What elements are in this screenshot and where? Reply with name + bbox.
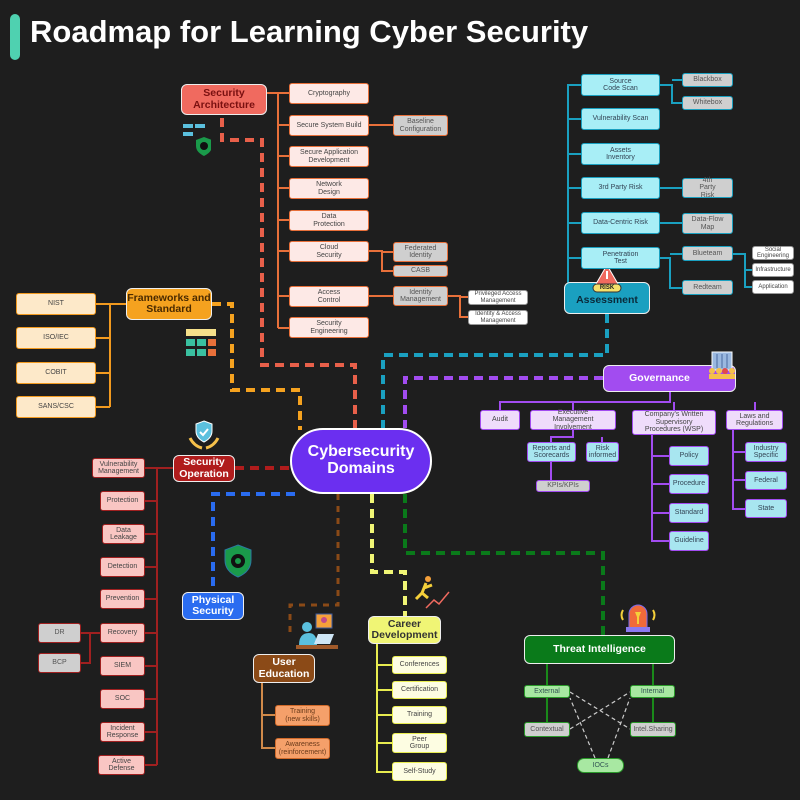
infrastructure-node[interactable]: Infrastructure xyxy=(752,263,794,277)
org-chart-icon xyxy=(184,327,218,361)
assessment-label: Assessment xyxy=(576,294,638,307)
whitebox-node[interactable]: Whitebox xyxy=(682,96,733,110)
protection-node[interactable]: Protection xyxy=(100,491,145,511)
career-development-node[interactable]: Career Development xyxy=(368,616,441,644)
laws-regulations-node[interactable]: Laws and Regulations xyxy=(726,410,783,430)
soc-node[interactable]: SOC xyxy=(100,689,145,709)
nist-node[interactable]: NIST xyxy=(16,293,96,315)
data-flow-map-node[interactable]: Data-Flow Map xyxy=(682,213,733,234)
security-engineering-node[interactable]: Security Engineering xyxy=(289,317,369,338)
third-party-risk-node[interactable]: 3rd Party Risk xyxy=(581,177,660,199)
identity-management-node[interactable]: Identity Management xyxy=(393,286,448,306)
internal-node[interactable]: Internal xyxy=(630,685,675,698)
iso-iec-node[interactable]: ISO/IEC xyxy=(16,327,96,349)
bcp-node[interactable]: BCP xyxy=(38,653,81,673)
guideline-node[interactable]: Guideline xyxy=(669,531,709,551)
shield-hands-icon xyxy=(188,418,220,450)
peer-group-node[interactable]: Peer Group xyxy=(392,733,447,753)
industry-specific-node[interactable]: Industry Specific xyxy=(745,442,787,462)
secure-system-build-node[interactable]: Secure System Build xyxy=(289,115,369,136)
data-protection-node[interactable]: Data Protection xyxy=(289,210,369,231)
reports-scorecards-node[interactable]: Reports and Scorecards xyxy=(527,442,576,462)
frameworks-node[interactable]: Frameworks and Standard xyxy=(126,288,212,320)
online-learning-icon xyxy=(296,612,340,652)
cobit-node[interactable]: COBIT xyxy=(16,362,96,384)
title-accent-bar xyxy=(10,14,20,60)
iocs-node[interactable]: IOCs xyxy=(577,758,624,773)
procedure-node[interactable]: Procedure xyxy=(669,474,709,494)
federal-node[interactable]: Federal xyxy=(745,471,787,490)
data-centric-risk-node[interactable]: Data-Centric Risk xyxy=(581,212,660,234)
conferences-node[interactable]: Conferences xyxy=(392,656,447,674)
incident-response-node[interactable]: Incident Response xyxy=(100,722,145,742)
security-architecture-node[interactable]: Security Architecture xyxy=(181,84,267,115)
kpis-node[interactable]: KPIs/KPIs xyxy=(536,480,590,492)
source-code-scan-node[interactable]: Source Code Scan xyxy=(581,74,660,96)
cryptography-node[interactable]: Cryptography xyxy=(289,83,369,104)
siem-node[interactable]: SIEM xyxy=(100,656,145,676)
audit-node[interactable]: Audit xyxy=(480,410,520,430)
social-engineering-node[interactable]: Social Engineering xyxy=(752,246,794,260)
awareness-node[interactable]: Awareness (reinforcement) xyxy=(275,738,330,759)
state-node[interactable]: State xyxy=(745,499,787,518)
external-node[interactable]: External xyxy=(524,685,570,698)
assets-inventory-node[interactable]: Assets Inventory xyxy=(581,143,660,165)
federated-identity-node[interactable]: Federated Identity xyxy=(393,242,448,262)
training-new-skills-node[interactable]: Training (new skills) xyxy=(275,705,330,726)
growth-icon xyxy=(410,574,452,610)
vulnerability-management-node[interactable]: Vulnerability Management xyxy=(92,458,145,478)
contextual-node[interactable]: Contextual xyxy=(524,722,570,737)
self-study-node[interactable]: Self-Study xyxy=(392,762,447,781)
access-control-node[interactable]: Access Control xyxy=(289,286,369,307)
security-operation-node[interactable]: Security Operation xyxy=(173,455,235,482)
network-design-node[interactable]: Network Design xyxy=(289,178,369,199)
penetration-test-node[interactable]: Penetration Test xyxy=(581,247,660,269)
blueteam-node[interactable]: Blueteam xyxy=(682,246,733,261)
detection-node[interactable]: Detection xyxy=(100,557,145,577)
secure-app-dev-node[interactable]: Secure Application Development xyxy=(289,146,369,167)
baseline-configuration-node[interactable]: Baseline Configuration xyxy=(393,115,448,136)
shield-icon xyxy=(222,543,254,579)
cloud-security-node[interactable]: Cloud Security xyxy=(289,241,369,262)
network-shield-icon xyxy=(181,122,212,158)
blackbox-node[interactable]: Blackbox xyxy=(682,73,733,87)
user-education-node[interactable]: User Education xyxy=(253,654,315,683)
policy-node[interactable]: Policy xyxy=(669,446,709,466)
training-node[interactable]: Training xyxy=(392,706,447,724)
application-node[interactable]: Application xyxy=(752,280,794,294)
data-leakage-node[interactable]: Data Leakage xyxy=(102,524,145,544)
certification-node[interactable]: Certification xyxy=(392,681,447,699)
recovery-node[interactable]: Recovery xyxy=(100,623,145,643)
dr-node[interactable]: DR xyxy=(38,623,81,643)
redteam-node[interactable]: Redteam xyxy=(682,280,733,295)
active-defense-node[interactable]: Active Defense xyxy=(98,755,145,775)
alarm-siren-icon xyxy=(618,600,658,634)
risk-informed-node[interactable]: Risk informed xyxy=(586,442,619,462)
privileged-access-management-node[interactable]: Privileged Access Management xyxy=(468,290,528,305)
sans-csc-node[interactable]: SANS/CSC xyxy=(16,396,96,418)
prevention-node[interactable]: Prevention xyxy=(100,589,145,609)
vulnerability-scan-node[interactable]: Vulnerability Scan xyxy=(581,108,660,130)
wsp-node[interactable]: Company's Written Supervisory Procedures… xyxy=(632,410,716,435)
fourth-party-risk-node[interactable]: 4th Party Risk xyxy=(682,177,733,199)
physical-security-node[interactable]: Physical Security xyxy=(182,592,244,620)
risk-badge-label: RISK xyxy=(599,285,615,291)
standard-node[interactable]: Standard xyxy=(669,503,709,523)
risk-warning-icon: RISK xyxy=(587,263,627,297)
cybersecurity-domains-node[interactable]: Cybersecurity Domains xyxy=(290,428,432,494)
identity-access-management-node[interactable]: Identity & Access Management xyxy=(468,310,528,325)
intel-sharing-node[interactable]: Intel.Sharing xyxy=(630,722,676,737)
casb-node[interactable]: CASB xyxy=(393,265,448,277)
building-people-icon xyxy=(706,350,738,380)
executive-management-node[interactable]: Executive Management Involvement xyxy=(530,409,616,431)
page-title: Roadmap for Learning Cyber Security xyxy=(30,14,589,49)
threat-intelligence-node[interactable]: Threat Intelligence xyxy=(524,635,675,664)
